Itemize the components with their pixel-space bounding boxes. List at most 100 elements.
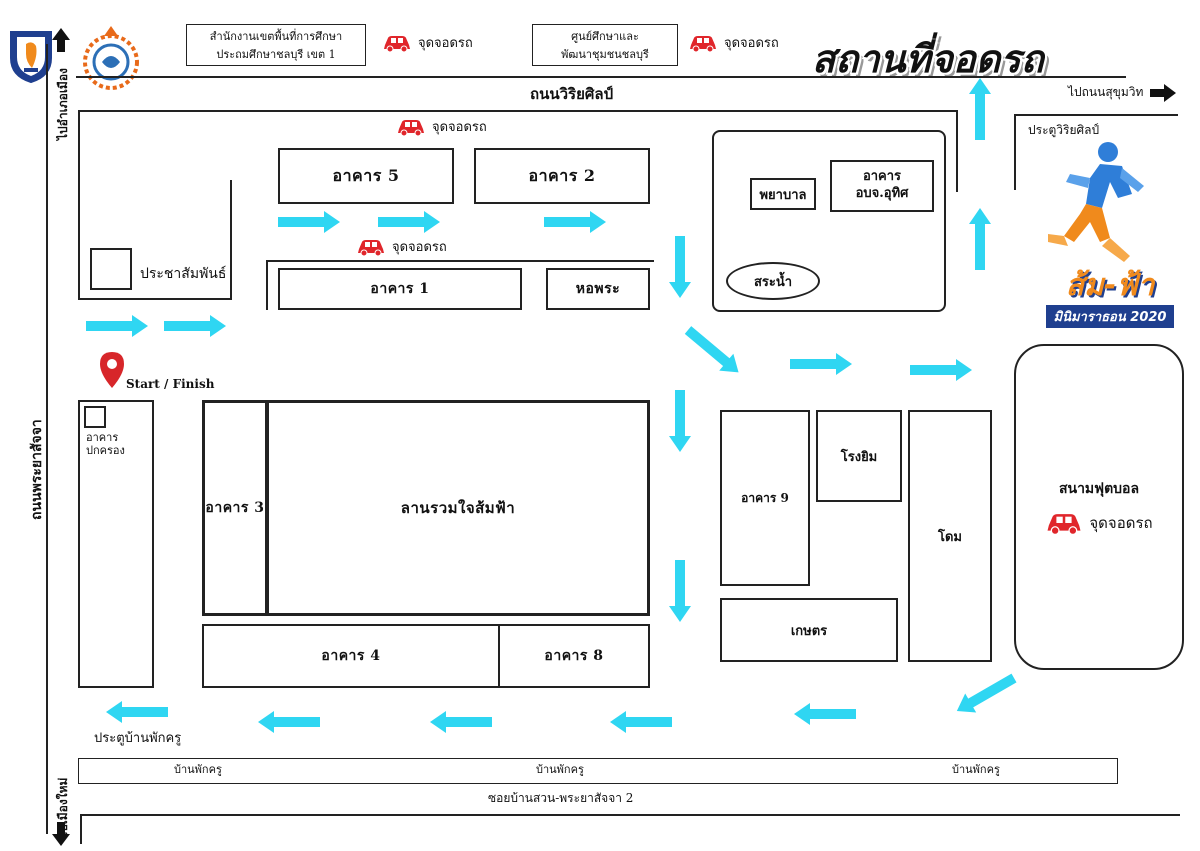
route-arrow — [544, 211, 606, 233]
community-center-box: ศูนย์ศึกษาและ พัฒนาชุมชนชลบุรี — [532, 24, 678, 66]
parking-spot-center: จุดจอดรถ — [688, 32, 779, 53]
nurse-room: พยาบาล — [750, 178, 816, 210]
car-icon — [358, 239, 384, 256]
staff-housing-label-2: บ้านพักครู — [536, 763, 584, 776]
route-arrow — [969, 78, 991, 140]
plaza-label: ลานรวมใจส้มฟ้า — [400, 499, 516, 517]
top-road-label: ถนนวิริยศิลป์ — [530, 85, 614, 103]
bottom-soi-label: ซอยบ้านสวน-พระยาสัจจา 2 — [488, 791, 634, 805]
parking-spot-top: จุดจอดรถ — [396, 116, 487, 137]
route-arrow — [956, 673, 1017, 713]
car-icon — [384, 35, 410, 52]
black-arrow-right-icon — [1150, 84, 1176, 102]
route-arrow — [258, 711, 320, 733]
campus-top-line — [78, 110, 958, 112]
admin-building — [84, 406, 106, 428]
building-9: อาคาร 9 — [720, 410, 810, 586]
building-8-label: อาคาร 8 — [544, 648, 604, 664]
staff-housing-label-1: บ้านพักครู — [174, 763, 222, 776]
building-3-label: อาคาร 3 — [205, 500, 265, 516]
shrine: หอพระ — [546, 268, 650, 310]
school-crest-icon — [10, 31, 52, 84]
pool-label: สระน้ำ — [753, 274, 793, 290]
start-finish-label: Start / Finish — [126, 377, 215, 391]
seal-icon — [83, 26, 139, 90]
edu-office-label: สำนักงานเขตพื้นที่การศึกษา ประถมศึกษาชลบ… — [209, 30, 343, 61]
event-logo-text: ส้ม-ฟ้า มินิมาราธอน 2020 — [1046, 262, 1174, 328]
gym-label: โรงยิม — [840, 449, 878, 465]
route-arrow — [669, 560, 691, 622]
football-stadium: สนามฟุตบอล จุดจอดรถ — [1014, 344, 1184, 670]
campus-right-line — [956, 110, 958, 192]
b1-left-line — [266, 260, 268, 310]
b1-top-line — [266, 260, 654, 262]
building-2: อาคาร 2 — [474, 148, 650, 204]
route-arrow — [164, 315, 226, 337]
agriculture-label: เกษตร — [790, 623, 828, 639]
car-icon — [690, 35, 716, 52]
car-icon — [1047, 514, 1081, 536]
runner-icon — [1048, 142, 1144, 262]
route-arrow — [278, 211, 340, 233]
route-arrow — [430, 711, 492, 733]
building-2-label: อาคาร 2 — [528, 165, 596, 185]
map-title: สถานที่จอดรถ — [812, 37, 1044, 81]
admin-strip — [78, 400, 154, 688]
route-arrow — [106, 701, 168, 723]
stadium-label: สนามฟุตบอล — [1058, 481, 1140, 497]
agriculture: เกษตร — [720, 598, 898, 662]
dome-label: โดม — [938, 529, 962, 545]
parking-label: จุดจอดรถ — [724, 36, 779, 51]
route-arrow — [86, 315, 148, 337]
building-8: อาคาร 8 — [498, 624, 650, 688]
black-arrow-up-icon — [52, 28, 70, 52]
nurse-label: พยาบาล — [759, 187, 807, 203]
bottom-soi-tick — [80, 814, 82, 844]
route-arrow — [794, 703, 856, 725]
route-arrow — [684, 326, 739, 373]
viriya-gate-label: ประตูวิริยศิลป์ — [1028, 123, 1100, 137]
bottom-soi-line — [80, 814, 1180, 816]
parking-label: จุดจอดรถ — [1089, 514, 1153, 532]
route-arrow — [669, 390, 691, 452]
pr-building — [90, 248, 132, 290]
staff-housing-strip — [78, 758, 1118, 784]
parking-label: จุดจอดรถ — [418, 36, 473, 51]
staff-housing-label-3: บ้านพักครู — [952, 763, 1000, 776]
viriya-gate-line-v — [1014, 114, 1016, 190]
event-logo-subtitle: มินิมาราธอน 2020 — [1046, 305, 1174, 328]
left-road-line — [46, 44, 48, 834]
parking-spot-office: จุดจอดรถ — [382, 32, 473, 53]
building-1-label: อาคาร 1 — [370, 281, 430, 297]
to-sukhumvit-label: ไปถนนสุขุมวิท — [1068, 85, 1144, 99]
building-9-label: อาคาร 9 — [741, 490, 789, 505]
pr-label: ประชาสัมพันธ์ — [140, 266, 227, 282]
route-arrow — [790, 353, 852, 375]
edu-office-box: สำนักงานเขตพื้นที่การศึกษา ประถมศึกษาชลบ… — [186, 24, 366, 66]
event-logo-title: ส้ม-ฟ้า — [1065, 268, 1155, 303]
top-road-line — [76, 76, 1126, 78]
building-4-label: อาคาร 4 — [321, 648, 381, 664]
building-3: อาคาร 3 — [202, 400, 268, 616]
plaza: ลานรวมใจส้มฟ้า — [266, 400, 650, 616]
route-arrow — [910, 359, 972, 381]
parking-label: จุดจอดรถ — [392, 240, 447, 255]
dome: โดม — [908, 410, 992, 662]
parking-spot-middle: จุดจอดรถ — [356, 236, 447, 257]
campus-inner-line-v — [230, 180, 232, 300]
building-5-label: อาคาร 5 — [332, 165, 400, 185]
parking-spot-stadium: จุดจอดรถ — [1045, 510, 1153, 536]
building-4: อาคาร 4 — [202, 624, 500, 688]
route-arrow — [378, 211, 440, 233]
pool: สระน้ำ — [726, 262, 820, 300]
campus-inner-line-h — [78, 298, 232, 300]
obj-building-label: อาคาร อบจ.อุทิศ — [855, 169, 909, 201]
parking-label: จุดจอดรถ — [432, 120, 487, 135]
route-arrow — [669, 236, 691, 298]
location-pin-icon — [100, 352, 124, 388]
gym: โรงยิม — [816, 410, 902, 502]
top-road-lower-line — [1014, 114, 1178, 116]
staff-gate-label: ประตูบ้านพักครู — [94, 731, 182, 746]
route-arrow — [610, 711, 672, 733]
campus-left-line — [78, 110, 80, 300]
